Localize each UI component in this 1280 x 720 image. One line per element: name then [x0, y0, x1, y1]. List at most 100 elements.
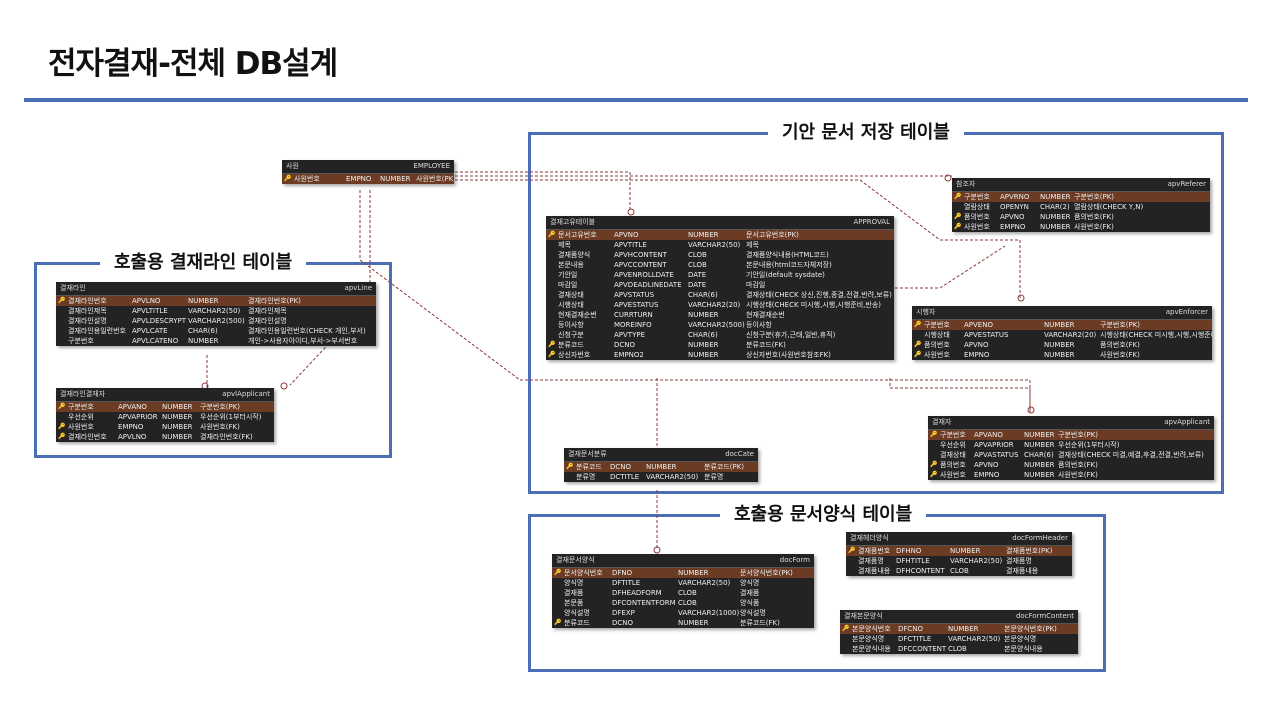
table-logical-name: 결재문서양식 [556, 556, 595, 564]
cell-type: CLOB [950, 567, 969, 575]
cell-desc: 양식품 [740, 599, 760, 607]
cell-logical: 양식설명 [564, 609, 590, 617]
cell-column: APVNO [974, 461, 999, 469]
cell-logical: 상신자번호 [558, 351, 591, 359]
cell-column: OPENYN [1000, 203, 1029, 211]
cell-column: DFTITLE [612, 579, 641, 587]
cell-desc: 시행상태(CHECK 미시행,시행,시행준비,반송) [1100, 331, 1212, 339]
cell-column: APVESTATUS [964, 331, 1009, 339]
table-logical-name: 시행자 [916, 308, 936, 316]
cell-desc: 분류명 [704, 473, 724, 481]
cell-logical: 기안일 [558, 271, 578, 279]
fk-key-icon: 🔑 [914, 341, 922, 348]
cell-column: APVNO [964, 341, 989, 349]
cell-column: DFCTITLE [898, 635, 932, 643]
table-header: 시행자 apvEnforcer [912, 306, 1212, 320]
cell-logical: 문서양식번호 [564, 569, 603, 577]
pk-key-icon: 🔑 [548, 231, 556, 238]
table-logical-name: 결재라인결재자 [60, 390, 106, 398]
pk-key-icon: 🔑 [58, 297, 66, 304]
cell-desc: 양식설명 [740, 609, 766, 617]
cell-column: APVTITLE [614, 241, 647, 249]
fk-key-icon: 🔑 [548, 351, 556, 358]
cell-type: NUMBER [1044, 341, 1075, 349]
group-label-apv-storage: 기안 문서 저장 테이블 [768, 122, 964, 144]
cell-type: VARCHAR2(50) [646, 473, 699, 481]
cell-column: APVSTATUS [614, 291, 655, 299]
cell-desc: 품의번호(FK) [1100, 341, 1140, 349]
cell-desc: 결재품 [740, 589, 760, 597]
cell-desc: 결재품양식내용(HTML코드) [746, 251, 829, 259]
cell-desc: 구분번호(PK) [200, 403, 241, 411]
cell-desc: 본문양식번호(PK) [1004, 625, 1057, 633]
cell-desc: 상신자번호(사원번호참조FK) [746, 351, 831, 359]
cell-column: APVLCATE [132, 327, 168, 335]
cell-logical: 우선순위 [940, 441, 966, 449]
cell-logical: 분류코드 [558, 341, 584, 349]
table-physical-name: docFormHeader [1012, 534, 1068, 542]
cell-logical: 본문양식명 [852, 635, 885, 643]
cell-logical: 본문양식내용 [852, 645, 891, 653]
table-physical-name: apvEnforcer [1165, 308, 1208, 316]
table-logical-name: 결재라인 [60, 284, 86, 292]
cell-logical: 구분번호 [940, 431, 966, 439]
cell-desc: 사원번호(FK) [1058, 471, 1098, 479]
cell-desc: 본문내용(html코드자체저장) [746, 261, 832, 269]
cell-type: CLOB [688, 261, 707, 269]
cell-desc: 결재상태(CHECK 미결,예결,후결,전결,반려,보류) [1058, 451, 1204, 459]
cell-type: NUMBER [380, 175, 411, 183]
cell-column: APVHCONTENT [614, 251, 667, 259]
cell-logical: 결재품명 [858, 557, 884, 565]
cell-desc: 결재라인용일련번호(CHECK 개인,부서) [248, 327, 366, 335]
pk-key-icon: 🔑 [848, 547, 856, 554]
fk-key-icon: 🔑 [914, 351, 922, 358]
cell-type: NUMBER [162, 423, 193, 431]
table-logical-name: 사원 [286, 162, 299, 170]
cell-desc: 구분번호(PK) [1100, 321, 1141, 329]
cell-logical: 결재상태 [940, 451, 966, 459]
cell-logical: 구분번호 [68, 403, 94, 411]
cell-desc: 양식명 [740, 579, 760, 587]
group-label-line-call: 호출용 결재라인 테이블 [100, 252, 307, 274]
cell-logical: 결재품양식 [558, 251, 591, 259]
cell-desc: 품의번호(FK) [1074, 213, 1114, 221]
pk-key-icon: 🔑 [914, 321, 922, 328]
cell-column: DFHTITLE [896, 557, 930, 565]
cell-type: DATE [688, 281, 707, 289]
cell-type: VARCHAR2(500) [688, 321, 745, 329]
cell-column: EMPNO [1000, 223, 1026, 231]
cell-type: CHAR(6) [1024, 451, 1054, 459]
cell-type: VARCHAR2(50) [678, 579, 731, 587]
cell-logical: 품의번호 [964, 213, 990, 221]
